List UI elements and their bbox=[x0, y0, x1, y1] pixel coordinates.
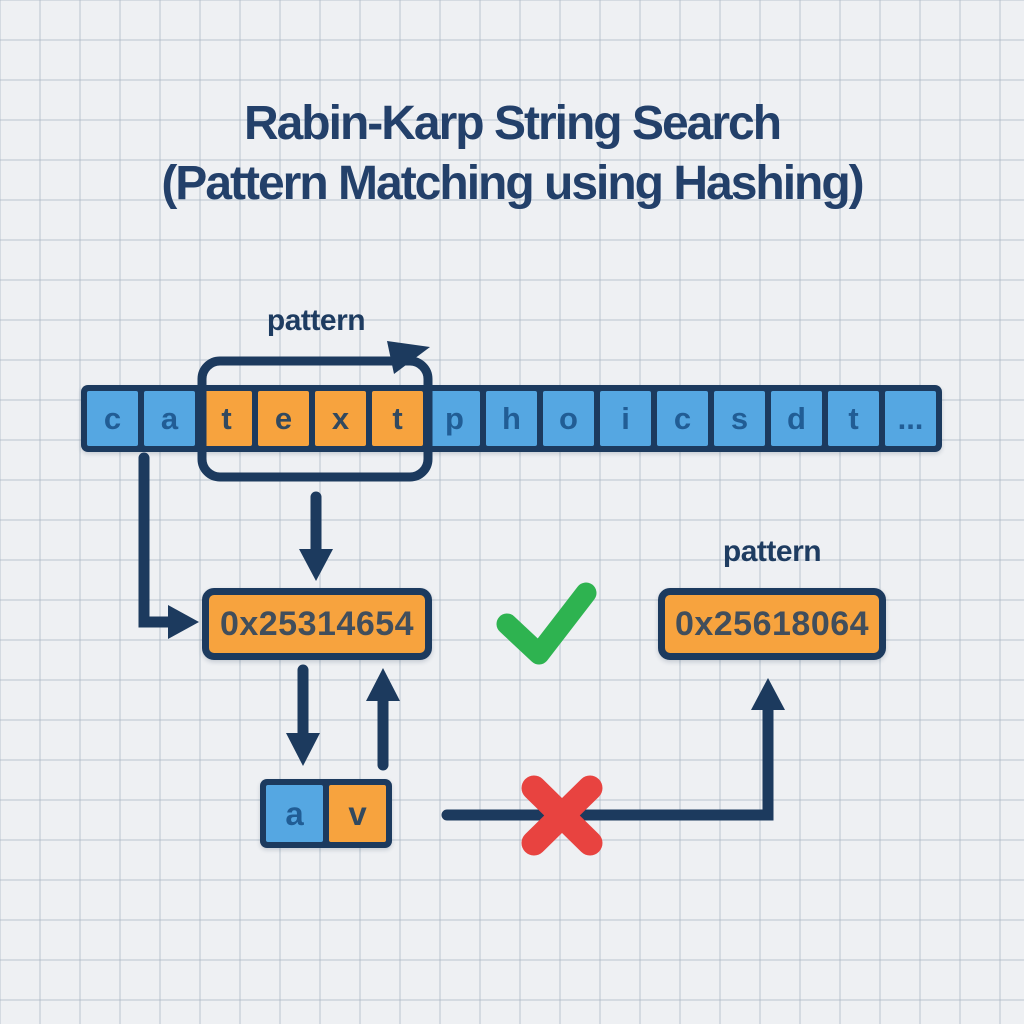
char-cell: a bbox=[266, 785, 323, 842]
pattern-window-label: pattern bbox=[266, 304, 366, 337]
pattern-window-slide-arrow-icon bbox=[387, 341, 430, 374]
chars-to-pattern-hash-line bbox=[441, 696, 774, 821]
pattern-hash-box: 0x25618064 bbox=[658, 588, 886, 660]
array-cell: a bbox=[144, 391, 195, 446]
window-hash-value: 0x25314654 bbox=[219, 604, 415, 643]
char-cell: v bbox=[329, 785, 386, 842]
chars-to-pattern-hash-arrowhead-icon bbox=[751, 678, 785, 710]
array-cell: e bbox=[258, 391, 309, 446]
array-cell: i bbox=[600, 391, 651, 446]
array-cell: h bbox=[486, 391, 537, 446]
array-cell: p bbox=[429, 391, 480, 446]
array-cell: t bbox=[372, 391, 423, 446]
array-cell: ... bbox=[885, 391, 936, 446]
array-cell: s bbox=[714, 391, 765, 446]
array-cell: x bbox=[315, 391, 366, 446]
page-title: Rabin-Karp String Search (Pattern Matchi… bbox=[0, 94, 1024, 215]
array-cell: d bbox=[771, 391, 822, 446]
array-to-hash-arrowhead-icon bbox=[168, 605, 199, 639]
pattern-hash-label: pattern bbox=[722, 535, 822, 568]
array-cell: c bbox=[657, 391, 708, 446]
array-cell: c bbox=[87, 391, 138, 446]
array-to-hash-line bbox=[138, 452, 184, 628]
array-cell: t bbox=[201, 391, 252, 446]
window-to-hash-arrowhead-icon bbox=[299, 549, 333, 581]
chars-to-hash-arrowhead-icon bbox=[366, 668, 400, 701]
mismatch-cross-icon bbox=[521, 775, 603, 856]
array-cell: o bbox=[543, 391, 594, 446]
title-line1: Rabin-Karp String Search bbox=[243, 97, 782, 150]
match-check-icon bbox=[496, 582, 597, 665]
hash-to-chars-arrowhead-icon bbox=[286, 733, 320, 766]
pattern-hash-value: 0x25618064 bbox=[674, 604, 870, 643]
array-cell: t bbox=[828, 391, 879, 446]
title-line2: (Pattern Matching using Hashing) bbox=[161, 157, 864, 211]
window-hash-box: 0x25314654 bbox=[202, 588, 432, 660]
